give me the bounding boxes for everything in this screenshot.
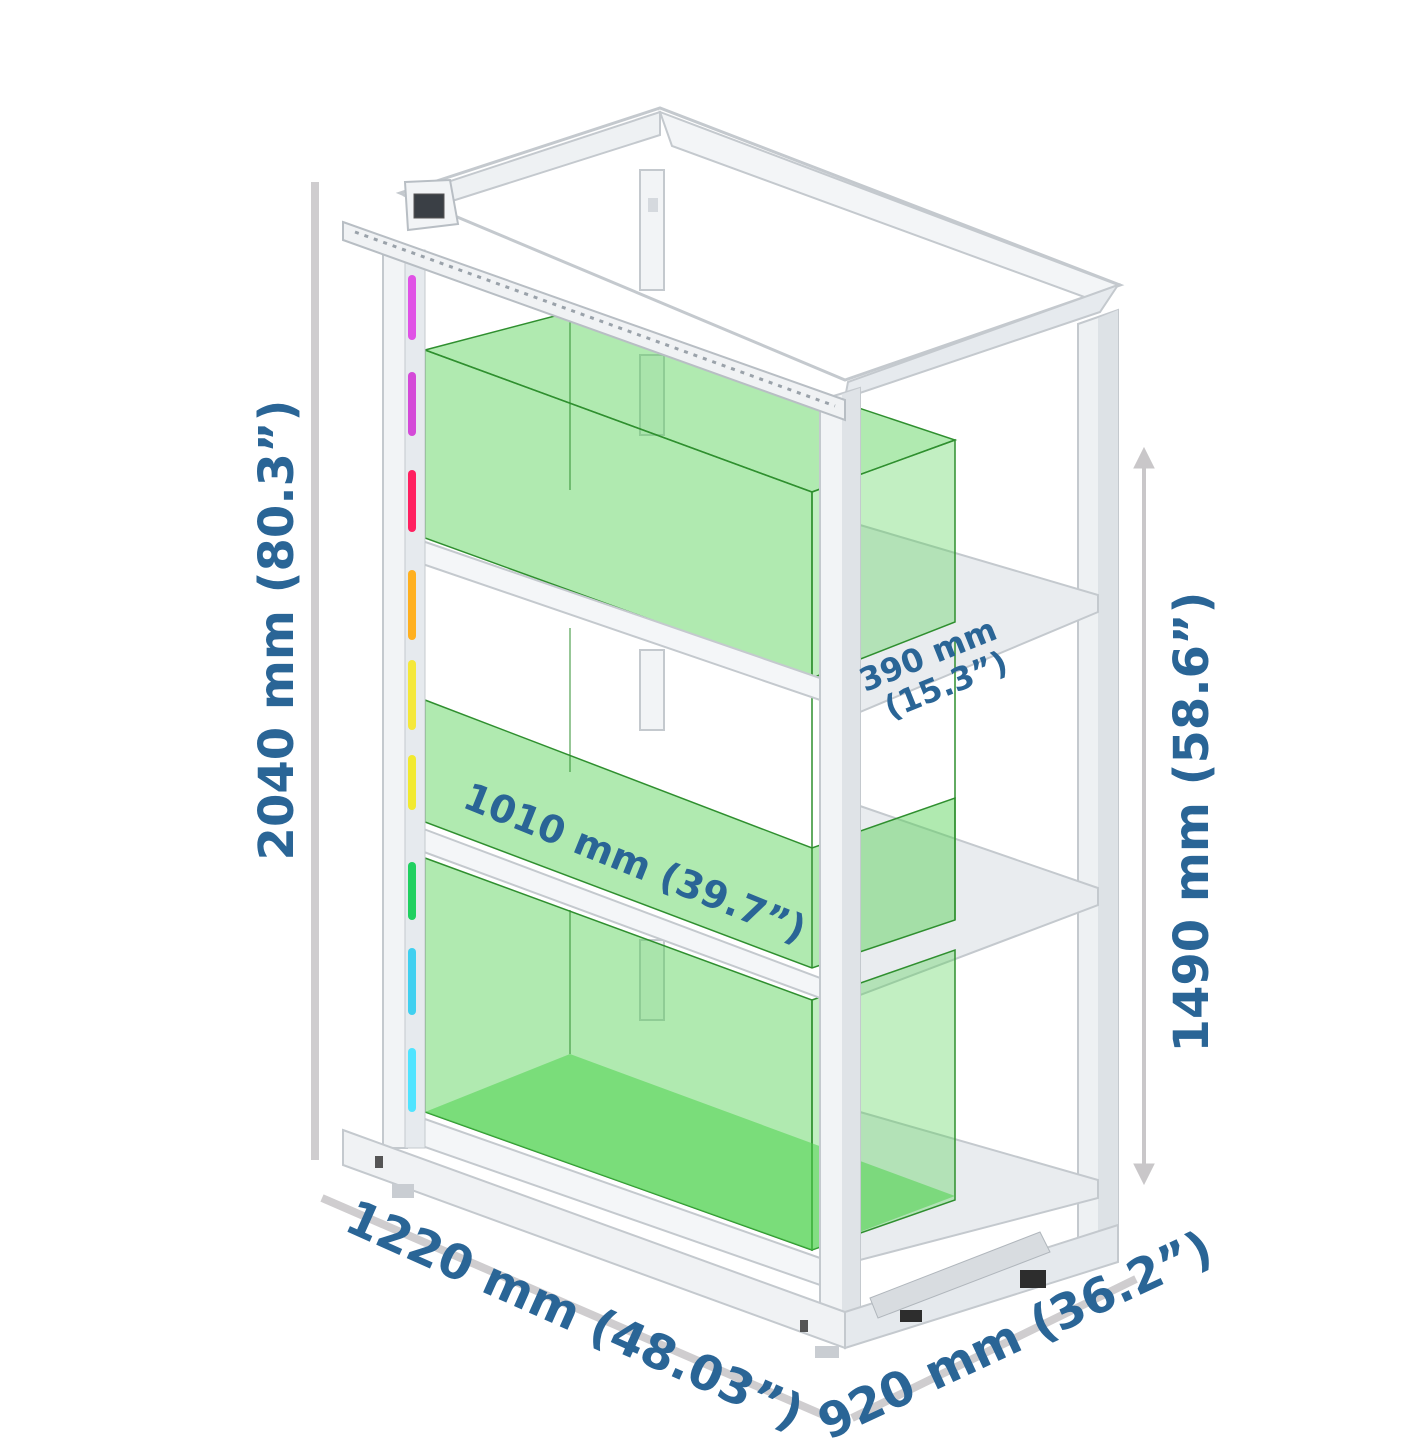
base-frame xyxy=(342,1128,1119,1358)
control-display xyxy=(403,178,460,232)
led-segment xyxy=(408,275,416,340)
shelf-height-label: 1490 mm (58.6”) xyxy=(1164,592,1220,1053)
depth-dimension-line xyxy=(850,1275,1138,1422)
shelf-height-dimension-arrow xyxy=(1133,446,1155,1186)
top-light-bar xyxy=(342,220,846,422)
front-left-post xyxy=(382,247,426,1149)
rear-frame xyxy=(395,106,1125,1021)
led-segment xyxy=(408,755,416,810)
front-right-post xyxy=(819,386,861,1322)
right-rear-post xyxy=(1077,308,1119,1246)
led-segment xyxy=(408,570,416,640)
total-height-label: 2040 mm (80.3”) xyxy=(249,400,305,861)
side-shelves xyxy=(859,523,1099,1262)
led-segment xyxy=(408,372,416,436)
led-segment xyxy=(408,470,416,532)
led-segment xyxy=(408,1048,416,1112)
width-dimension-line xyxy=(320,1194,830,1421)
led-segment xyxy=(408,660,416,730)
tray-upper xyxy=(422,311,958,680)
led-segment xyxy=(408,948,416,1015)
led-segment xyxy=(408,862,416,920)
led-strip xyxy=(408,275,416,1112)
